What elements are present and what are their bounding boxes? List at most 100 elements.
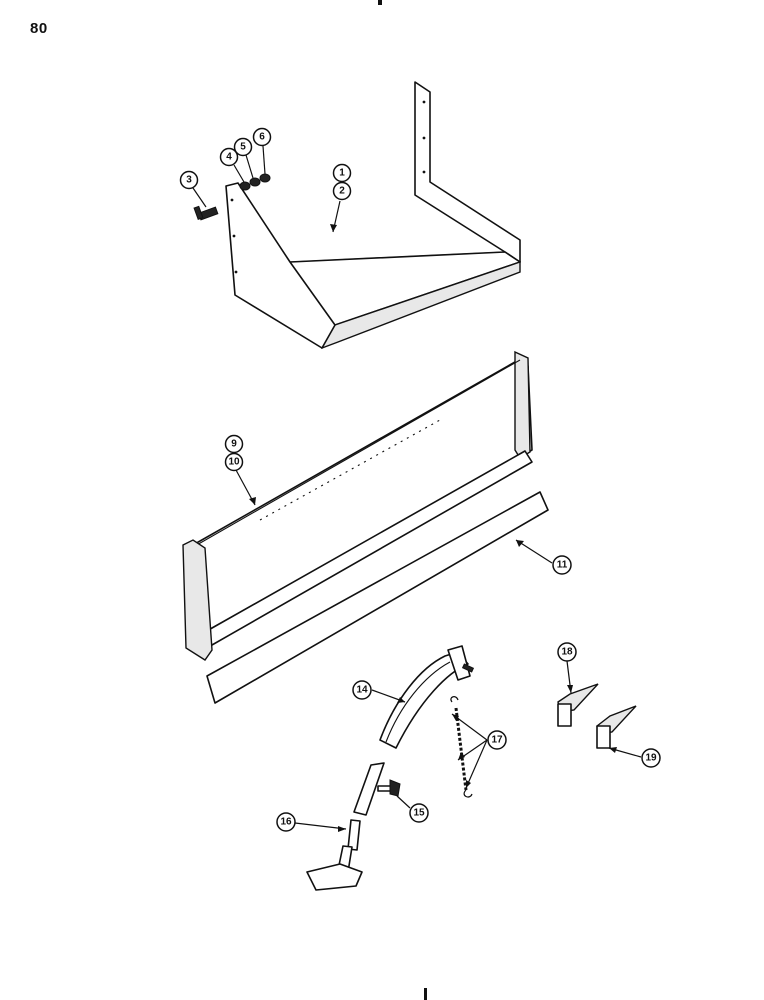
stand-handle-inner-line	[385, 661, 451, 743]
arrowhead-19	[609, 747, 617, 753]
callout-18-circle	[557, 642, 577, 662]
callout-10-label: 10	[228, 457, 240, 468]
stand-pin	[461, 663, 475, 673]
clip-18	[557, 683, 599, 727]
washer-4	[239, 181, 251, 191]
page-number: 80	[30, 20, 48, 37]
tray-hole	[230, 198, 234, 202]
callout-11-label: 11	[557, 560, 568, 571]
callout-3: 3	[179, 170, 199, 190]
callout-5-label: 5	[240, 142, 246, 153]
callout-15-label: 15	[413, 808, 425, 819]
bolt-head	[193, 205, 204, 220]
chain	[450, 696, 473, 798]
stand-foot-plate	[306, 863, 363, 891]
leader-11	[515, 539, 553, 564]
tray-assembly	[225, 81, 521, 350]
arrowhead-1-2	[330, 224, 337, 232]
chain-hook-top	[450, 696, 459, 703]
chain-links	[454, 707, 468, 791]
top-crop-mark	[378, 0, 382, 5]
bottom-crop-mark	[424, 988, 427, 1000]
callout-19: 19	[641, 748, 661, 768]
leader-4	[233, 164, 245, 183]
tray-left-side-panel	[225, 182, 336, 349]
thumb-screw-wing	[389, 779, 401, 797]
arrowhead-9-10	[249, 497, 256, 505]
tray-hole	[232, 234, 236, 238]
callout-3-label: 3	[186, 175, 192, 186]
blade-top-edge	[194, 359, 521, 547]
tray-hole	[422, 136, 426, 140]
tray-hole	[422, 170, 426, 174]
callout-19-label: 19	[645, 753, 657, 764]
washer-5	[249, 177, 261, 187]
chain-hook-bottom	[463, 789, 473, 798]
callout-1-circle	[332, 163, 352, 183]
callout-3-circle	[179, 170, 199, 190]
callout-9: 9	[224, 434, 244, 454]
arrowhead-17-a	[452, 714, 459, 721]
callout-18-label: 18	[561, 647, 573, 658]
callout-16: 16	[276, 812, 296, 832]
arrowhead-14	[397, 697, 405, 703]
tray-hole	[234, 270, 238, 274]
blade-right-end-cap	[514, 350, 531, 459]
arrowhead-18	[567, 685, 573, 693]
cutting-edge	[206, 491, 549, 704]
hardware-stack	[239, 173, 271, 191]
callout-17-circle	[487, 730, 507, 750]
clip-19-body	[596, 725, 611, 749]
callout-14: 14	[352, 680, 372, 700]
leader-17-c	[465, 739, 488, 789]
callout-14-circle	[352, 680, 372, 700]
callout-14-label: 14	[356, 685, 368, 696]
thumb-screw	[377, 779, 401, 797]
callout-4-circle	[219, 147, 239, 167]
clip-19	[596, 705, 637, 749]
callout-9-label: 9	[231, 439, 237, 450]
callout-15: 15	[409, 803, 429, 823]
leader-16	[294, 822, 347, 830]
callout-1: 1	[332, 163, 352, 183]
arrowhead-17-c	[466, 780, 471, 788]
callout-17-label: 17	[491, 735, 503, 746]
callout-11-circle	[552, 555, 572, 575]
callout-19-circle	[641, 748, 661, 768]
callout-4-label: 4	[226, 152, 232, 163]
callout-2: 2	[332, 181, 352, 201]
arrowhead-17-b	[458, 752, 465, 760]
arrowhead-11	[516, 540, 524, 547]
callout-18: 18	[557, 642, 577, 662]
clip-18-body	[557, 703, 572, 727]
tray-right-side-panel	[414, 81, 521, 263]
callout-9-circle	[224, 434, 244, 454]
callout-16-circle	[276, 812, 296, 832]
callout-11: 11	[552, 555, 572, 575]
callout-15-circle	[409, 803, 429, 823]
blade-left-end-cap	[182, 539, 213, 661]
callout-10: 10	[224, 452, 244, 472]
leader-17-a	[451, 713, 488, 741]
callout-6: 6	[252, 127, 272, 147]
bolt	[193, 205, 219, 221]
stand-upper-sleeve	[353, 762, 385, 816]
callout-5-circle	[233, 137, 253, 157]
callout-17: 17	[487, 730, 507, 750]
leader-5	[245, 154, 254, 179]
arrowhead-16	[338, 826, 346, 832]
nut-6	[259, 173, 271, 183]
callout-2-circle	[332, 181, 352, 201]
leader-3	[192, 187, 207, 208]
callout-2-label: 2	[339, 186, 345, 197]
callout-10-circle	[224, 452, 244, 472]
stand-assembly	[306, 645, 475, 891]
callout-4: 4	[219, 147, 239, 167]
tray-hole	[422, 100, 426, 104]
callout-6-circle	[252, 127, 272, 147]
leader-lines	[192, 145, 642, 832]
callout-6-label: 6	[259, 132, 265, 143]
leader-15	[396, 795, 411, 809]
blade-assembly	[182, 350, 533, 661]
